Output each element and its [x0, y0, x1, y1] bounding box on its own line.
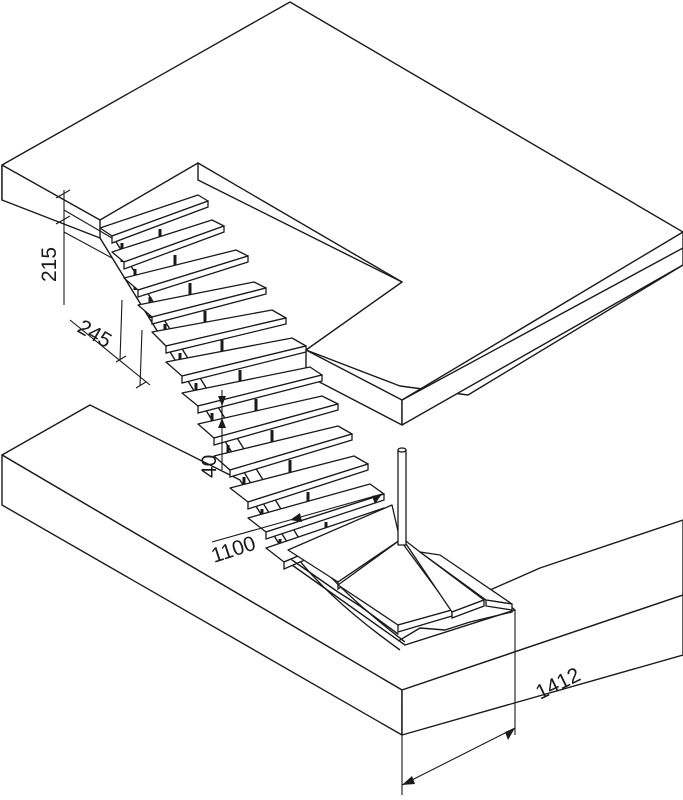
dimension-tread-thickness: 40 [198, 455, 221, 478]
tread-02 [111, 219, 225, 290]
winder-step-3 [401, 537, 485, 619]
winder-steps [287, 504, 513, 641]
winder-step-4 [419, 551, 513, 611]
dimension-annotations [55, 189, 516, 795]
upper-floor-slab [1, 1, 683, 426]
tread-08 [197, 395, 339, 466]
newel-post [397, 447, 407, 546]
tread-09 [213, 425, 353, 498]
tread-11 [247, 483, 385, 556]
dimension-riser-height: 215 [38, 247, 61, 282]
tread-07 [181, 366, 323, 434]
dimension-tread-depth: 245 [74, 315, 116, 352]
upper-slab-front-side [401, 247, 683, 426]
